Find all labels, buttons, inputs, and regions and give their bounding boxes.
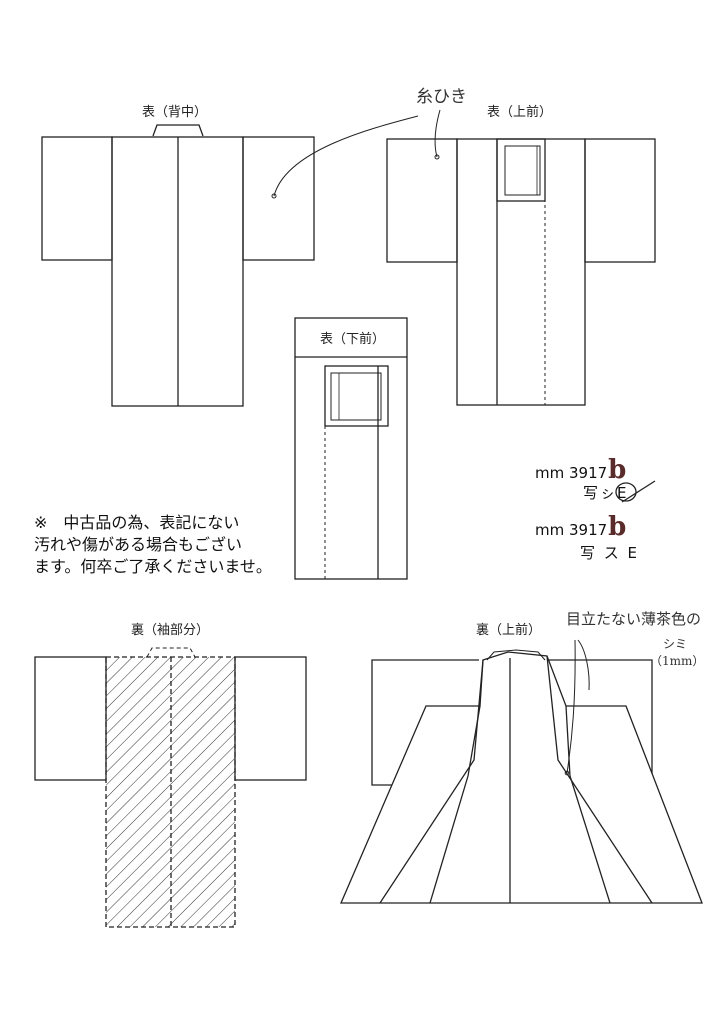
thread-pull-pointer-2 [434, 109, 441, 158]
handwritten-stain-note: 目立たない薄茶色の [566, 610, 702, 628]
product-code-2-suffix: b [608, 512, 627, 542]
kimono-front-upper [386, 138, 656, 406]
code1-circle [615, 482, 637, 502]
product-code-2-sub: 写 ス E [580, 544, 640, 562]
label-lining-sleeve: 裏（袖部分） [131, 623, 210, 638]
stain-mark [564, 770, 570, 776]
stain-pointer-2 [577, 639, 590, 691]
product-code-1: mm 3917b [535, 455, 626, 485]
thread-pull-mark [271, 193, 277, 199]
product-code-1-suffix: b [608, 455, 627, 485]
disclaimer-line-3: ます。何卒ご了承くださいませ。 [34, 557, 272, 576]
disclaimer-note: ※ 中古品の為、表記にない 汚れや傷がある場合もござい ます。何卒ご了承ください… [34, 512, 272, 578]
label-front-lower: 表（下前） [320, 332, 386, 347]
handwritten-stain-size: （1mm） [650, 654, 705, 668]
product-code-1-number: mm 3917 [535, 464, 608, 482]
kimono-front-back [41, 124, 315, 407]
label-front-upper: 表（上前） [487, 105, 553, 120]
kimono-lining-upper [340, 649, 703, 904]
disclaimer-line-2: 汚れや傷がある場合もござい [34, 535, 243, 554]
kimono-lining-sleeve [34, 647, 307, 928]
handwritten-thread-pull: 糸ひき [416, 87, 467, 107]
label-lining-upper: 裏（上前） [476, 623, 542, 638]
disclaimer-line-1: ※ 中古品の為、表記にない [34, 513, 240, 532]
stain-pointer [566, 639, 576, 774]
thread-pull-pointer [273, 115, 419, 197]
product-code-1-sub: 写ㇱE [583, 484, 629, 502]
thread-pull-mark-2 [434, 154, 440, 160]
product-code-2-number: mm 3917 [535, 521, 608, 539]
handwritten-stain-word: シミ [663, 637, 688, 651]
product-code-2: mm 3917b [535, 512, 626, 542]
code1-strike [621, 480, 656, 503]
kimono-front-lower [294, 317, 408, 580]
label-front-back: 表（背中） [142, 105, 208, 120]
